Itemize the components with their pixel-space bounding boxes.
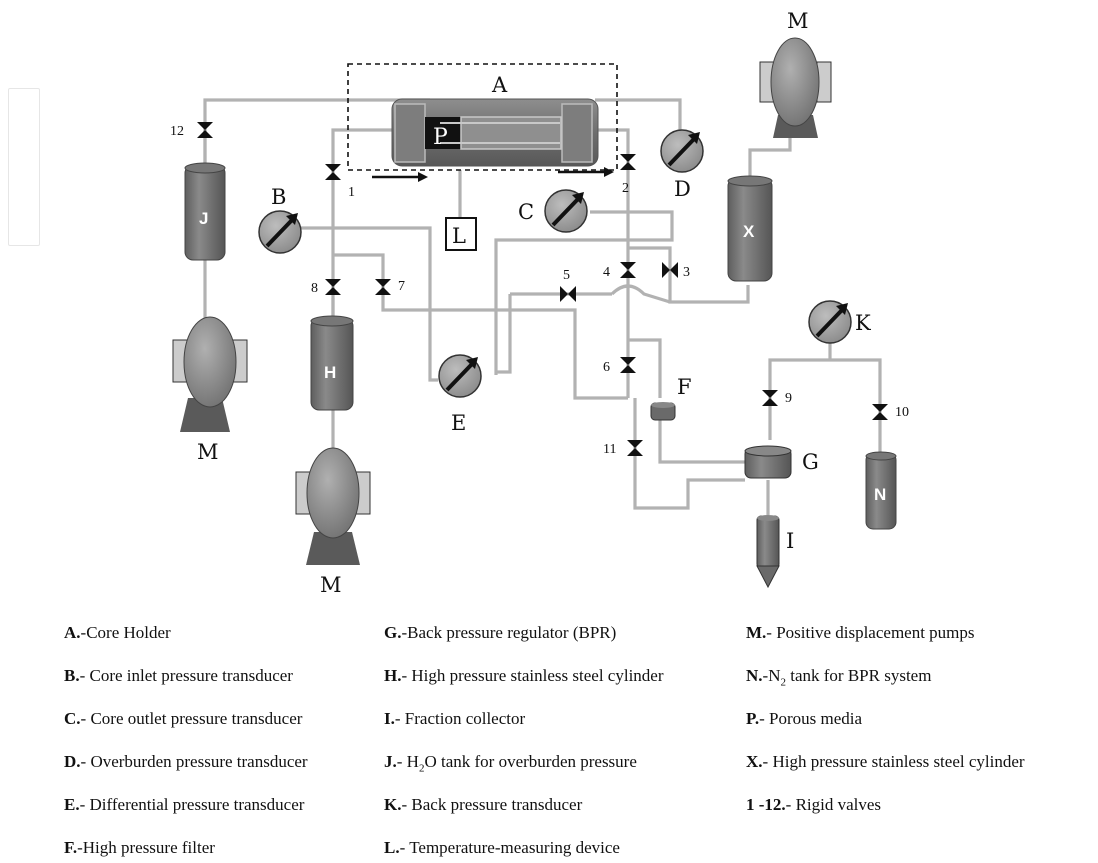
valve-3: 3 bbox=[662, 262, 690, 280]
valve-7-label: 7 bbox=[398, 279, 405, 294]
label-a: A bbox=[491, 73, 508, 97]
label-f: F bbox=[677, 375, 692, 399]
cylinder-x: X bbox=[727, 175, 773, 282]
legend-g: G.-Back pressure regulator (BPR) bbox=[384, 623, 617, 642]
valve-3-label: 3 bbox=[683, 265, 690, 280]
label-d: D bbox=[674, 177, 691, 201]
flow-arrow-out bbox=[558, 167, 614, 177]
temperature-device: L bbox=[445, 217, 477, 251]
label-x: X bbox=[743, 222, 755, 241]
valve-8-label: 8 bbox=[311, 281, 318, 296]
label-e: E bbox=[451, 411, 466, 435]
legend-h: H.- High pressure stainless steel cylind… bbox=[384, 666, 664, 685]
legend-c: C.- Core outlet pressure transducer bbox=[64, 709, 303, 728]
tank-j: J bbox=[184, 162, 226, 261]
valve-6: 6 bbox=[603, 357, 636, 375]
valve-8: 8 bbox=[311, 279, 341, 296]
cylinder-h: H bbox=[310, 315, 354, 411]
valve-11: 11 bbox=[603, 440, 643, 457]
label-m-bottom: M bbox=[320, 573, 342, 597]
legend-m: M.- Positive displacement pumps bbox=[746, 623, 975, 642]
label-b: B bbox=[271, 185, 286, 209]
flow-arrow-in bbox=[372, 172, 428, 182]
valve-7: 7 bbox=[375, 279, 405, 295]
tank-n: N bbox=[865, 451, 897, 530]
legend-b: B.- Core inlet pressure transducer bbox=[64, 666, 293, 685]
legend-p: P.- Porous media bbox=[746, 709, 863, 728]
valve-9: 9 bbox=[762, 390, 792, 406]
valve-1-label: 1 bbox=[348, 185, 355, 200]
pump-left: M bbox=[172, 316, 248, 464]
label-i: I bbox=[786, 529, 794, 553]
label-l: L bbox=[452, 224, 466, 248]
faint-side-panel bbox=[8, 88, 40, 246]
pump-bottom: M bbox=[295, 447, 371, 597]
valve-5: 5 bbox=[560, 268, 576, 302]
legend-l: L.- Temperature-measuring device bbox=[384, 838, 620, 857]
pump-top: M bbox=[759, 9, 832, 138]
valve-6-label: 6 bbox=[603, 360, 610, 375]
valve-9-label: 9 bbox=[785, 391, 792, 406]
core-holder-boundary bbox=[347, 63, 618, 171]
valve-11-label: 11 bbox=[603, 442, 616, 457]
flow-diagram: P A L J H bbox=[170, 9, 909, 597]
valve-12-label: 12 bbox=[170, 124, 184, 139]
valve-10: 10 bbox=[872, 404, 909, 420]
legend-d: D.- Overburden pressure transducer bbox=[64, 752, 308, 771]
label-h: H bbox=[324, 363, 336, 382]
gauge-d: D bbox=[660, 129, 704, 201]
legend-e: E.- Differential pressure transducer bbox=[64, 795, 305, 814]
legend-a: A.-Core Holder bbox=[64, 623, 171, 642]
valve-1: 1 bbox=[325, 164, 355, 200]
legend-f: F.-High pressure filter bbox=[64, 838, 215, 857]
legend-j: J.- H2O tank for overburden pressure bbox=[384, 752, 637, 775]
valve-5-label: 5 bbox=[563, 268, 570, 283]
gauge-b: B bbox=[258, 185, 302, 254]
label-p: P bbox=[433, 125, 448, 150]
legend-n: N.-N2 tank for BPR system bbox=[746, 666, 932, 689]
filter-f: F bbox=[650, 375, 692, 421]
label-n: N bbox=[874, 485, 886, 504]
core-holder: P A bbox=[347, 63, 618, 182]
legend-valves: 1 -12.- Rigid valves bbox=[746, 795, 882, 814]
legend-x: X.- High pressure stainless steel cylind… bbox=[746, 752, 1025, 771]
bpr-g: G bbox=[744, 445, 819, 479]
valve-12: 12 bbox=[170, 122, 213, 139]
fraction-collector-i: I bbox=[756, 515, 794, 589]
label-c: C bbox=[518, 200, 534, 224]
valve-2: 2 bbox=[620, 154, 636, 196]
label-g: G bbox=[802, 450, 819, 474]
valve-10-label: 10 bbox=[895, 405, 909, 420]
valve-4-label: 4 bbox=[603, 265, 610, 280]
label-j: J bbox=[199, 209, 208, 228]
valve-4: 4 bbox=[603, 262, 636, 280]
label-k: K bbox=[855, 311, 871, 335]
valve-2-label: 2 bbox=[622, 181, 629, 196]
legend-i: I.- Fraction collector bbox=[384, 709, 526, 728]
label-m-top: M bbox=[787, 9, 809, 33]
legend-k: K.- Back pressure transducer bbox=[384, 795, 583, 814]
gauge-c: C bbox=[518, 189, 588, 233]
label-m-left: M bbox=[197, 440, 219, 464]
gauge-e: E bbox=[438, 354, 482, 435]
gauge-k: K bbox=[808, 300, 871, 344]
